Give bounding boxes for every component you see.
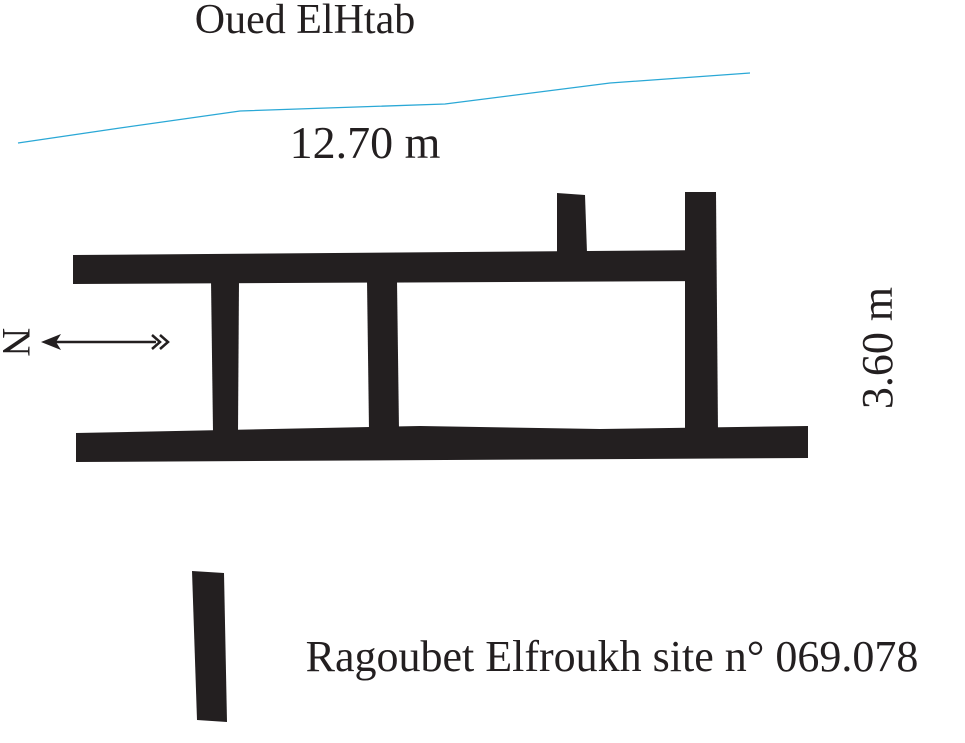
width-dimension-label: 3.60 m xyxy=(853,287,902,409)
structure-walls xyxy=(73,192,808,462)
river-line xyxy=(17,72,751,144)
river-label: Oued ElHtab xyxy=(195,0,415,43)
wall-stub xyxy=(557,193,587,253)
cross-wall-middle xyxy=(367,280,399,430)
south-long-wall xyxy=(76,426,808,462)
site-label: Ragoubet Elfroukh site n° 069.078 xyxy=(306,632,919,681)
cross-wall-left xyxy=(211,280,239,432)
north-arrow-head xyxy=(41,334,61,350)
east-short-wall xyxy=(685,192,718,432)
north-arrow-tail xyxy=(151,334,162,350)
scale-bar xyxy=(192,571,227,722)
north-long-wall xyxy=(73,250,716,284)
length-dimension-label: 12.70 m xyxy=(290,117,441,168)
north-arrow-label: N xyxy=(0,328,39,357)
north-arrow: N xyxy=(0,328,170,357)
